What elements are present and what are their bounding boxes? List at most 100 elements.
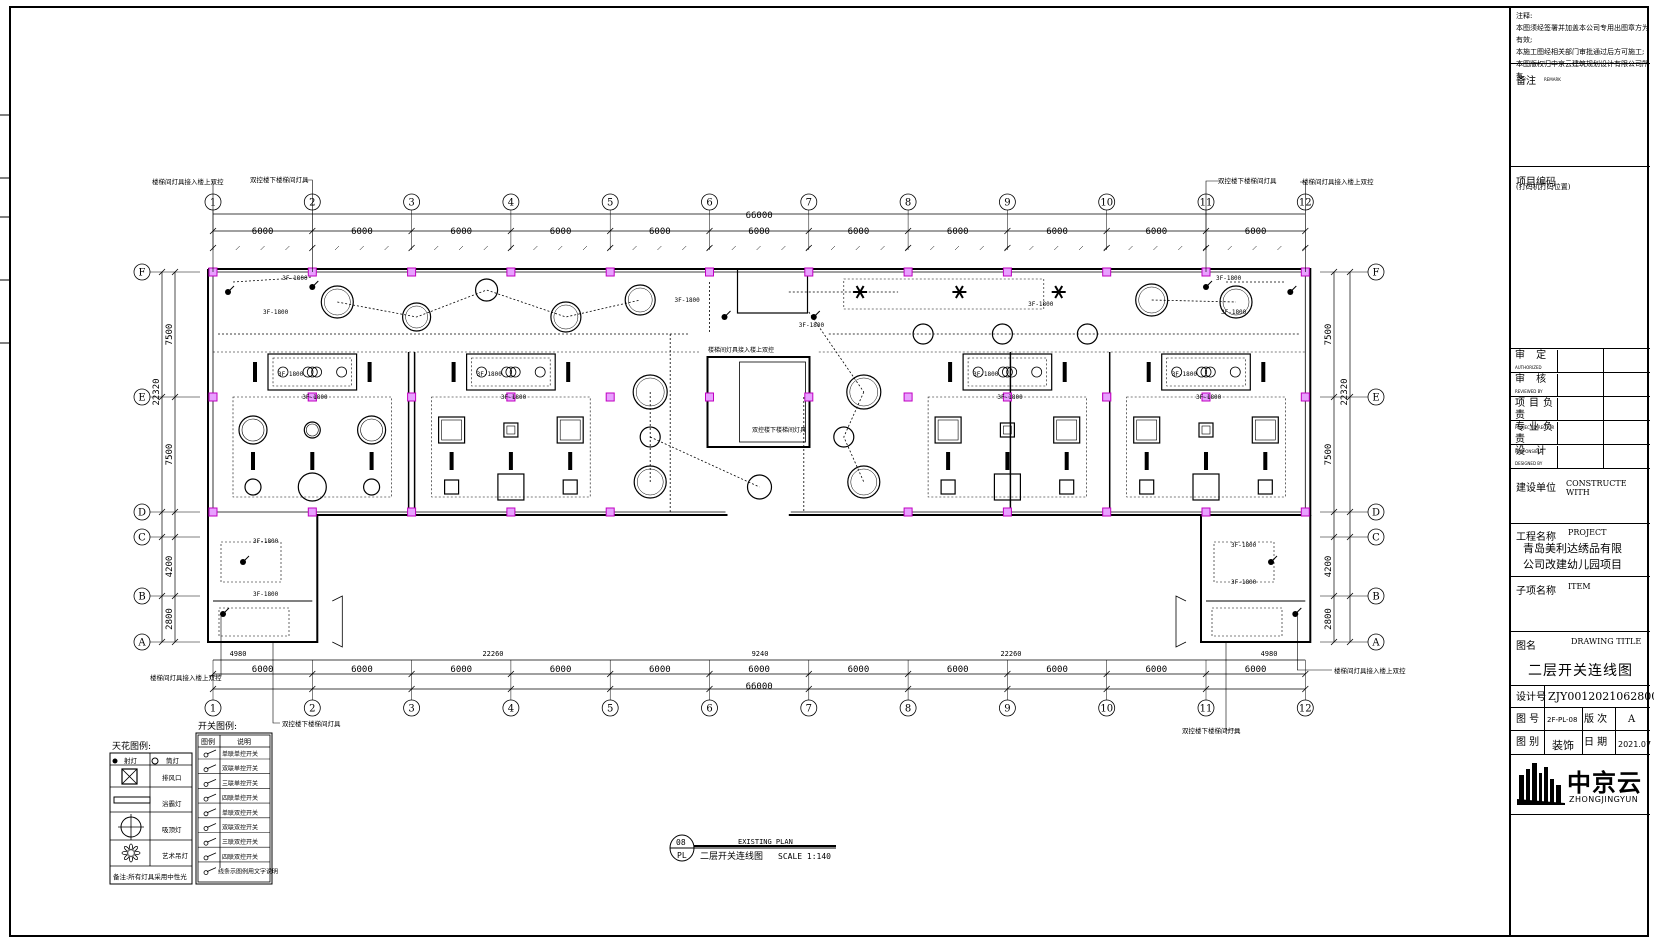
- axis-letter: E: [138, 393, 145, 404]
- axis-bubble-2-bottom: 2: [303, 699, 321, 717]
- column: [506, 507, 516, 517]
- revision-label: 版 次: [1584, 714, 1608, 725]
- overall-dim-bottom: 66000: [746, 682, 773, 692]
- ceiling-legend: 天花图例: 射灯筒灯排风口浴霸灯吸顶灯艺术吊灯 备注:所有灯具采用中性光: [109, 740, 193, 885]
- column: [705, 267, 714, 277]
- ceiling-legend-row: 射灯: [124, 756, 138, 765]
- switch-legend-row: 三联单控开关: [222, 779, 258, 787]
- column: [605, 507, 615, 517]
- remarks-box: 备注 REMARK: [1511, 64, 1650, 167]
- switch-legend-row: 线条示图例用文字说明: [218, 868, 278, 876]
- column: [1300, 392, 1310, 402]
- axis-bubble-A-left: A: [133, 633, 151, 651]
- circuit-tag: 3F-1800: [997, 394, 1023, 401]
- signature-cell[interactable]: [1557, 445, 1604, 468]
- column: [1002, 507, 1012, 517]
- circuit-tag: 3F-1800: [675, 297, 701, 304]
- bay-dim-bottom: 6000: [947, 665, 969, 675]
- annot-8: 双控楼下楼梯间灯具: [1182, 726, 1241, 735]
- annot-2: 双控楼下楼梯间灯具: [250, 175, 309, 184]
- axis-letter: C: [138, 533, 146, 544]
- drawing-title-box: 图名 DRAWING TITLE 二层开关连线图: [1511, 632, 1650, 686]
- circuit-tag: 3F-1800: [1221, 309, 1247, 316]
- drawing-title-en: DRAWING TITLE: [1571, 637, 1642, 646]
- signature-cell[interactable]: [1557, 373, 1604, 396]
- caption-code: PL: [677, 851, 687, 860]
- signature-cell[interactable]: [1603, 373, 1650, 396]
- circuit-tag: 3F-1800: [1216, 275, 1242, 282]
- drawing-no-box: 图 号 2F-PL-08 版 次 A: [1511, 708, 1650, 731]
- ceiling-legend-row: 筒灯: [166, 756, 180, 765]
- logo-cn: 中京云: [1567, 769, 1642, 797]
- drawing-title-value: 二层开关连线图: [1528, 663, 1633, 679]
- notes-line-3: 本图版权归中京云建筑规划设计有限公司所有。: [1516, 60, 1649, 80]
- bay-dim-top: 6000: [1245, 227, 1267, 237]
- bay-dim-top: 6000: [450, 227, 472, 237]
- axis-bubble-9-top: 9: [999, 193, 1016, 211]
- signature-cell[interactable]: [1603, 349, 1650, 372]
- signature-cell[interactable]: [1557, 421, 1604, 444]
- bay-dim-top: 6000: [649, 227, 671, 237]
- client-box: 建设单位 CONSTRUCTE WITH: [1511, 470, 1650, 524]
- axis-letter: D: [1372, 508, 1380, 519]
- ceiling-legend-row: 艺术吊灯: [162, 851, 189, 860]
- axis-bubble-C-left: C: [133, 528, 151, 546]
- annot-3: 双控楼下楼梯间灯具: [1218, 176, 1277, 185]
- signature-cell[interactable]: [1603, 421, 1650, 444]
- client-label: 建设单位: [1516, 483, 1556, 494]
- signature-cell[interactable]: [1557, 397, 1604, 420]
- circuit-tag: 3F-1800: [282, 275, 308, 282]
- axis-bubble-6-top: 6: [701, 193, 718, 211]
- axis-bubble-1-bottom: 1: [204, 699, 222, 717]
- circuit-tag: 3F-1800: [799, 322, 825, 329]
- project-name-2: 公司改建幼儿园项目: [1523, 558, 1622, 571]
- signature-cell[interactable]: [1557, 349, 1604, 372]
- bay-dim-top: 6000: [947, 227, 969, 237]
- project-no-box: 项目编码 (打码机打码位置): [1511, 167, 1650, 349]
- axis-letter: C: [1372, 533, 1380, 544]
- item-box: 子项名称 ITEM: [1511, 577, 1650, 632]
- date-value: 2021.07: [1618, 740, 1652, 749]
- axis-number: 12: [1299, 704, 1312, 715]
- axis-bubble-11-bottom: 11: [1197, 699, 1215, 717]
- axis-bubble-8-bottom: 8: [899, 699, 917, 717]
- axis-number: 3: [408, 198, 414, 209]
- bottom-sub-dim: 22260: [1000, 650, 1021, 658]
- bay-dim-top: 6000: [848, 227, 870, 237]
- signature-cell[interactable]: [1603, 397, 1650, 420]
- column: [407, 507, 417, 517]
- axis-bubble-12-bottom: 12: [1296, 699, 1314, 717]
- circuit-tag: 3F-1800: [477, 371, 503, 378]
- signature-sub: PROJECT DIRECTOR: [1515, 425, 1555, 430]
- depth-cb-left: 4200: [165, 556, 175, 578]
- ceiling-legend-footer: 备注:所有灯具采用中性光: [113, 872, 187, 881]
- column: [804, 392, 814, 402]
- signature-cell[interactable]: [1603, 445, 1650, 468]
- depth-cb-right: 4200: [1324, 556, 1334, 578]
- annot-7: 楼梯间灯具接入楼上双控: [1334, 666, 1406, 675]
- design-no-value: ZJY00120210628001: [1548, 690, 1654, 703]
- axis-letter: B: [138, 592, 145, 603]
- axis-bubble-E-left: E: [133, 388, 151, 406]
- switch-legend-row: 四联双控开关: [222, 853, 258, 861]
- bay-dim-bottom: 6000: [748, 665, 770, 675]
- annot-1: 楼梯间灯具接入楼上双控: [152, 177, 224, 186]
- column: [903, 267, 913, 277]
- switch-legend-row: 双联单控开关: [222, 765, 258, 773]
- axis-bubble-D-right: D: [1367, 503, 1385, 521]
- switch-legend-row: 单联单控开关: [222, 750, 258, 758]
- bay-dim-top: 6000: [351, 227, 373, 237]
- axis-bubble-F-right: F: [1367, 263, 1385, 281]
- date-label: 日 期: [1584, 737, 1608, 748]
- bay-dim-top: 6000: [550, 227, 572, 237]
- caption-scale: SCALE 1:140: [778, 852, 831, 861]
- plan-annotations: 楼梯间灯具接入楼上双控 双控楼下楼梯间灯具 双控楼下楼梯间灯具 楼梯间灯具接入楼…: [150, 175, 1406, 735]
- revision-value: A: [1628, 714, 1636, 725]
- overall-dim-top: 66000: [746, 211, 773, 221]
- bay-dim-bottom: 6000: [252, 665, 274, 675]
- category-box: 图 别 装饰 日 期 2021.07: [1511, 731, 1652, 755]
- bay-dim-top: 6000: [1046, 227, 1068, 237]
